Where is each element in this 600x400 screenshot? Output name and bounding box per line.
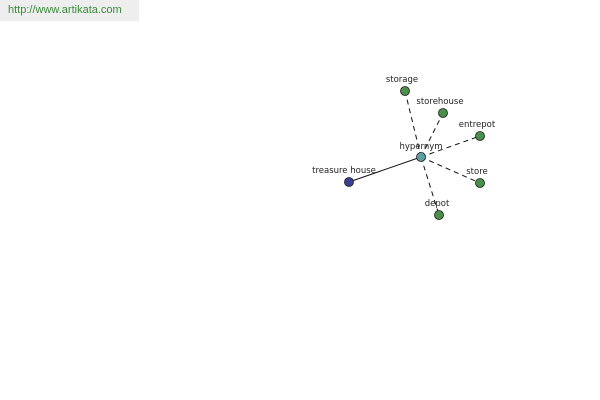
edge-store (420, 156, 481, 184)
node-entrepot[interactable] (475, 131, 485, 141)
node-label-storage[interactable]: storage (386, 75, 418, 85)
edge-storehouse (420, 112, 444, 158)
source-url-banner[interactable]: http://www.artikata.com (0, 0, 139, 21)
node-store[interactable] (475, 178, 485, 188)
graph-nodes (344, 86, 485, 220)
node-label-store[interactable]: store (466, 167, 488, 177)
node-label-storehouse[interactable]: storehouse (416, 97, 463, 107)
node-depot[interactable] (434, 210, 444, 220)
graph-labels: storage storehouse entrepot store depot treas… (312, 75, 496, 209)
node-label-entrepot[interactable]: entrepot (459, 120, 496, 130)
node-label-treasure-house[interactable]: treasure house (312, 166, 376, 176)
node-treasure-house[interactable] (344, 177, 354, 187)
center-node-hypernym[interactable] (416, 152, 426, 162)
edge-entrepot (420, 135, 481, 158)
edge-depot (420, 156, 440, 216)
node-label-depot[interactable]: depot (425, 199, 450, 209)
node-storage[interactable] (400, 86, 410, 96)
graph-edges (348, 90, 481, 216)
node-label-hypernym[interactable]: hypernym (399, 142, 442, 152)
edge-storage (404, 90, 422, 158)
edge-treasure-house (348, 156, 422, 183)
node-storehouse[interactable] (438, 108, 448, 118)
